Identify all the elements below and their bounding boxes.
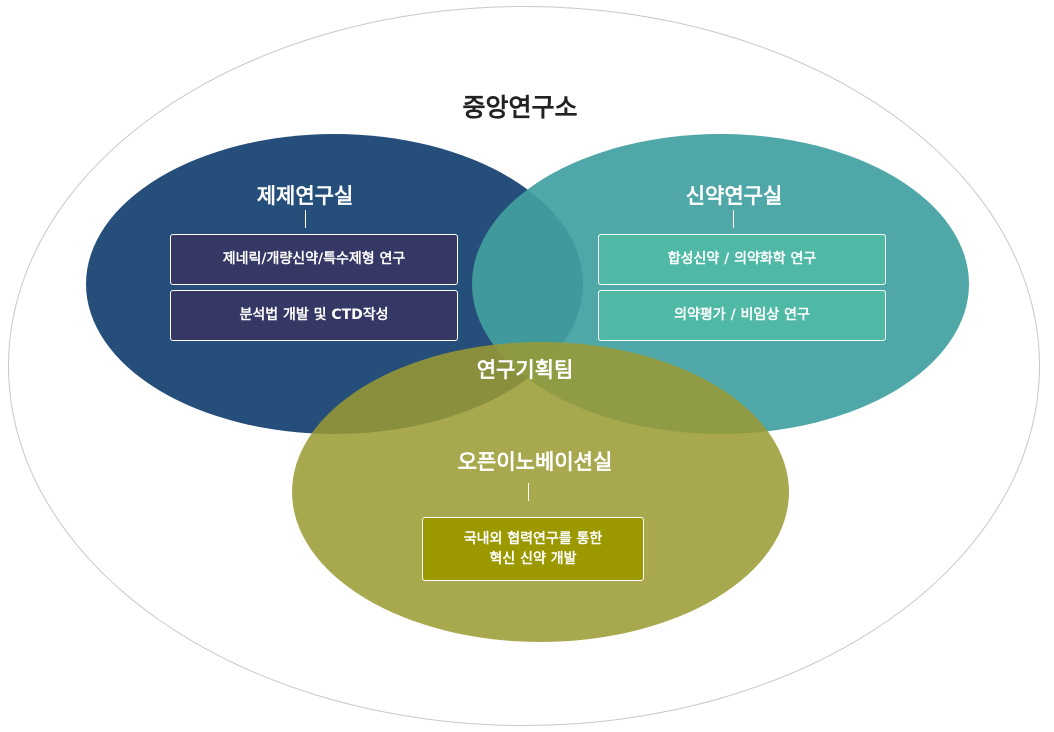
formulation-lab-connector bbox=[305, 210, 306, 228]
new-drug-lab-title: 신약연구실 bbox=[685, 184, 783, 208]
research-planning-team-label: 연구기획팀 bbox=[476, 358, 574, 382]
formulation-item-generic-label: 제네릭/개량신약/특수제형 연구 bbox=[222, 251, 406, 268]
formulation-item-analysis-label: 분석법 개발 및 CTD작성 bbox=[239, 307, 389, 324]
open-innovation-item-line-2: 혁신 신약 개발 bbox=[489, 551, 577, 567]
open-innovation-title: 오픈이노베이션실 bbox=[457, 450, 613, 474]
new-drug-item-evaluation: 의약평가 / 비임상 연구 bbox=[598, 290, 886, 341]
new-drug-lab-connector bbox=[733, 210, 734, 228]
formulation-item-generic: 제네릭/개량신약/특수제형 연구 bbox=[170, 234, 458, 285]
central-lab-title: 중앙연구소 bbox=[462, 93, 578, 122]
new-drug-item-evaluation-label: 의약평가 / 비임상 연구 bbox=[674, 307, 810, 324]
new-drug-item-synthesis: 합성신약 / 의약화학 연구 bbox=[598, 234, 886, 285]
open-innovation-item: 국내외 협력연구를 통한 혁신 신약 개발 bbox=[422, 517, 644, 581]
formulation-item-analysis: 분석법 개발 및 CTD작성 bbox=[170, 290, 458, 341]
new-drug-item-synthesis-label: 합성신약 / 의약화학 연구 bbox=[667, 251, 817, 268]
open-innovation-item-line-1: 국내외 협력연구를 통한 bbox=[463, 530, 603, 547]
formulation-lab-title: 제제연구실 bbox=[256, 184, 354, 208]
open-innovation-circle bbox=[292, 342, 789, 642]
open-innovation-connector bbox=[528, 483, 529, 501]
